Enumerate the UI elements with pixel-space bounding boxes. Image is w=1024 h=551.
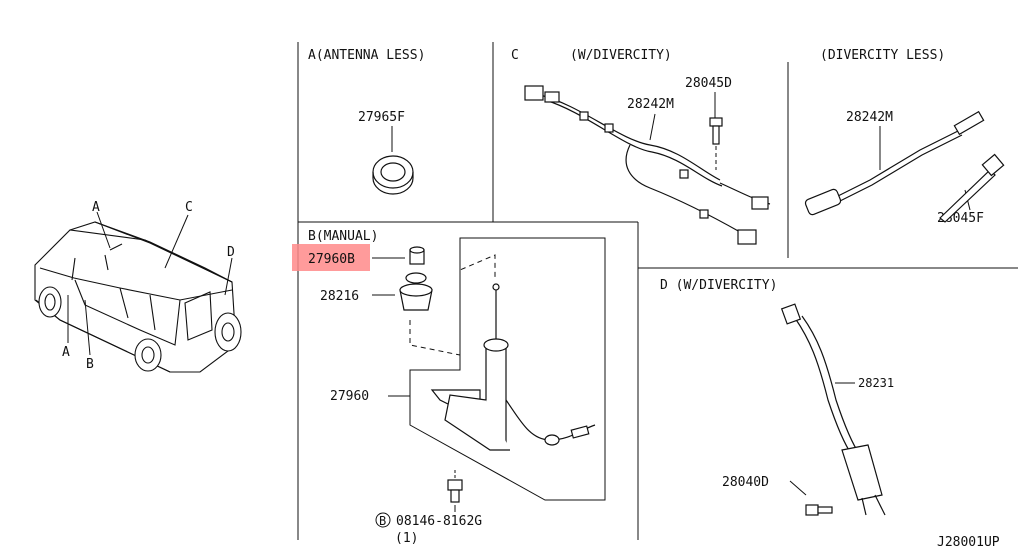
bolt-symbol-letter: B: [379, 514, 386, 528]
section-a-title: A(ANTENNA LESS): [308, 48, 425, 63]
callout-d: D: [227, 245, 235, 260]
section-c-title: (W/DIVERCITY): [570, 48, 672, 63]
bolt-28040d: [805, 504, 833, 516]
section-b-title: B(MANUAL): [308, 229, 378, 244]
part-28045d: 28045D: [685, 76, 732, 91]
part-28231: 28231: [858, 376, 894, 390]
part-27960: 27960: [330, 389, 369, 404]
part-28242m-c: 28242M: [627, 97, 674, 112]
part-28216: 28216: [320, 289, 359, 304]
highlight-box: [292, 244, 370, 271]
callout-b: B: [86, 357, 94, 372]
section-divercity-less-title: (DIVERCITY LESS): [820, 48, 945, 63]
cable-dl: [804, 110, 1005, 223]
bezel-28216: [399, 272, 433, 311]
vehicle-illustration: [34, 221, 242, 373]
section-d-title: D (W/DIVERCITY): [660, 278, 777, 293]
part-27960b: 27960B: [308, 252, 355, 267]
part-28242m-dl: 28242M: [846, 110, 893, 125]
section-c-letter: C: [511, 48, 519, 63]
frame-b: [409, 237, 606, 501]
diagram-code: J28001UP: [937, 535, 1000, 550]
bolt-08146: [447, 479, 463, 503]
bolt-28045d: [709, 117, 723, 145]
part-08146-8162g: 08146-8162G: [396, 514, 482, 529]
grommet-27965f: [372, 155, 414, 195]
section-dividers: [297, 42, 1018, 540]
cable-28231: [780, 303, 886, 516]
part-27965f: 27965F: [358, 110, 405, 125]
part-28040d: 28040D: [722, 475, 769, 490]
vehicle-callout-lines: [67, 211, 233, 356]
nut-27960b: [409, 246, 425, 265]
callout-a-bottom: A: [62, 345, 70, 360]
callout-a-top: A: [92, 200, 100, 215]
harness-c: [524, 85, 771, 245]
callout-c: C: [185, 200, 193, 215]
antenna-27960: [430, 283, 596, 451]
bolt-symbol-circle: [375, 512, 391, 528]
bolt-quantity: (1): [395, 531, 418, 546]
